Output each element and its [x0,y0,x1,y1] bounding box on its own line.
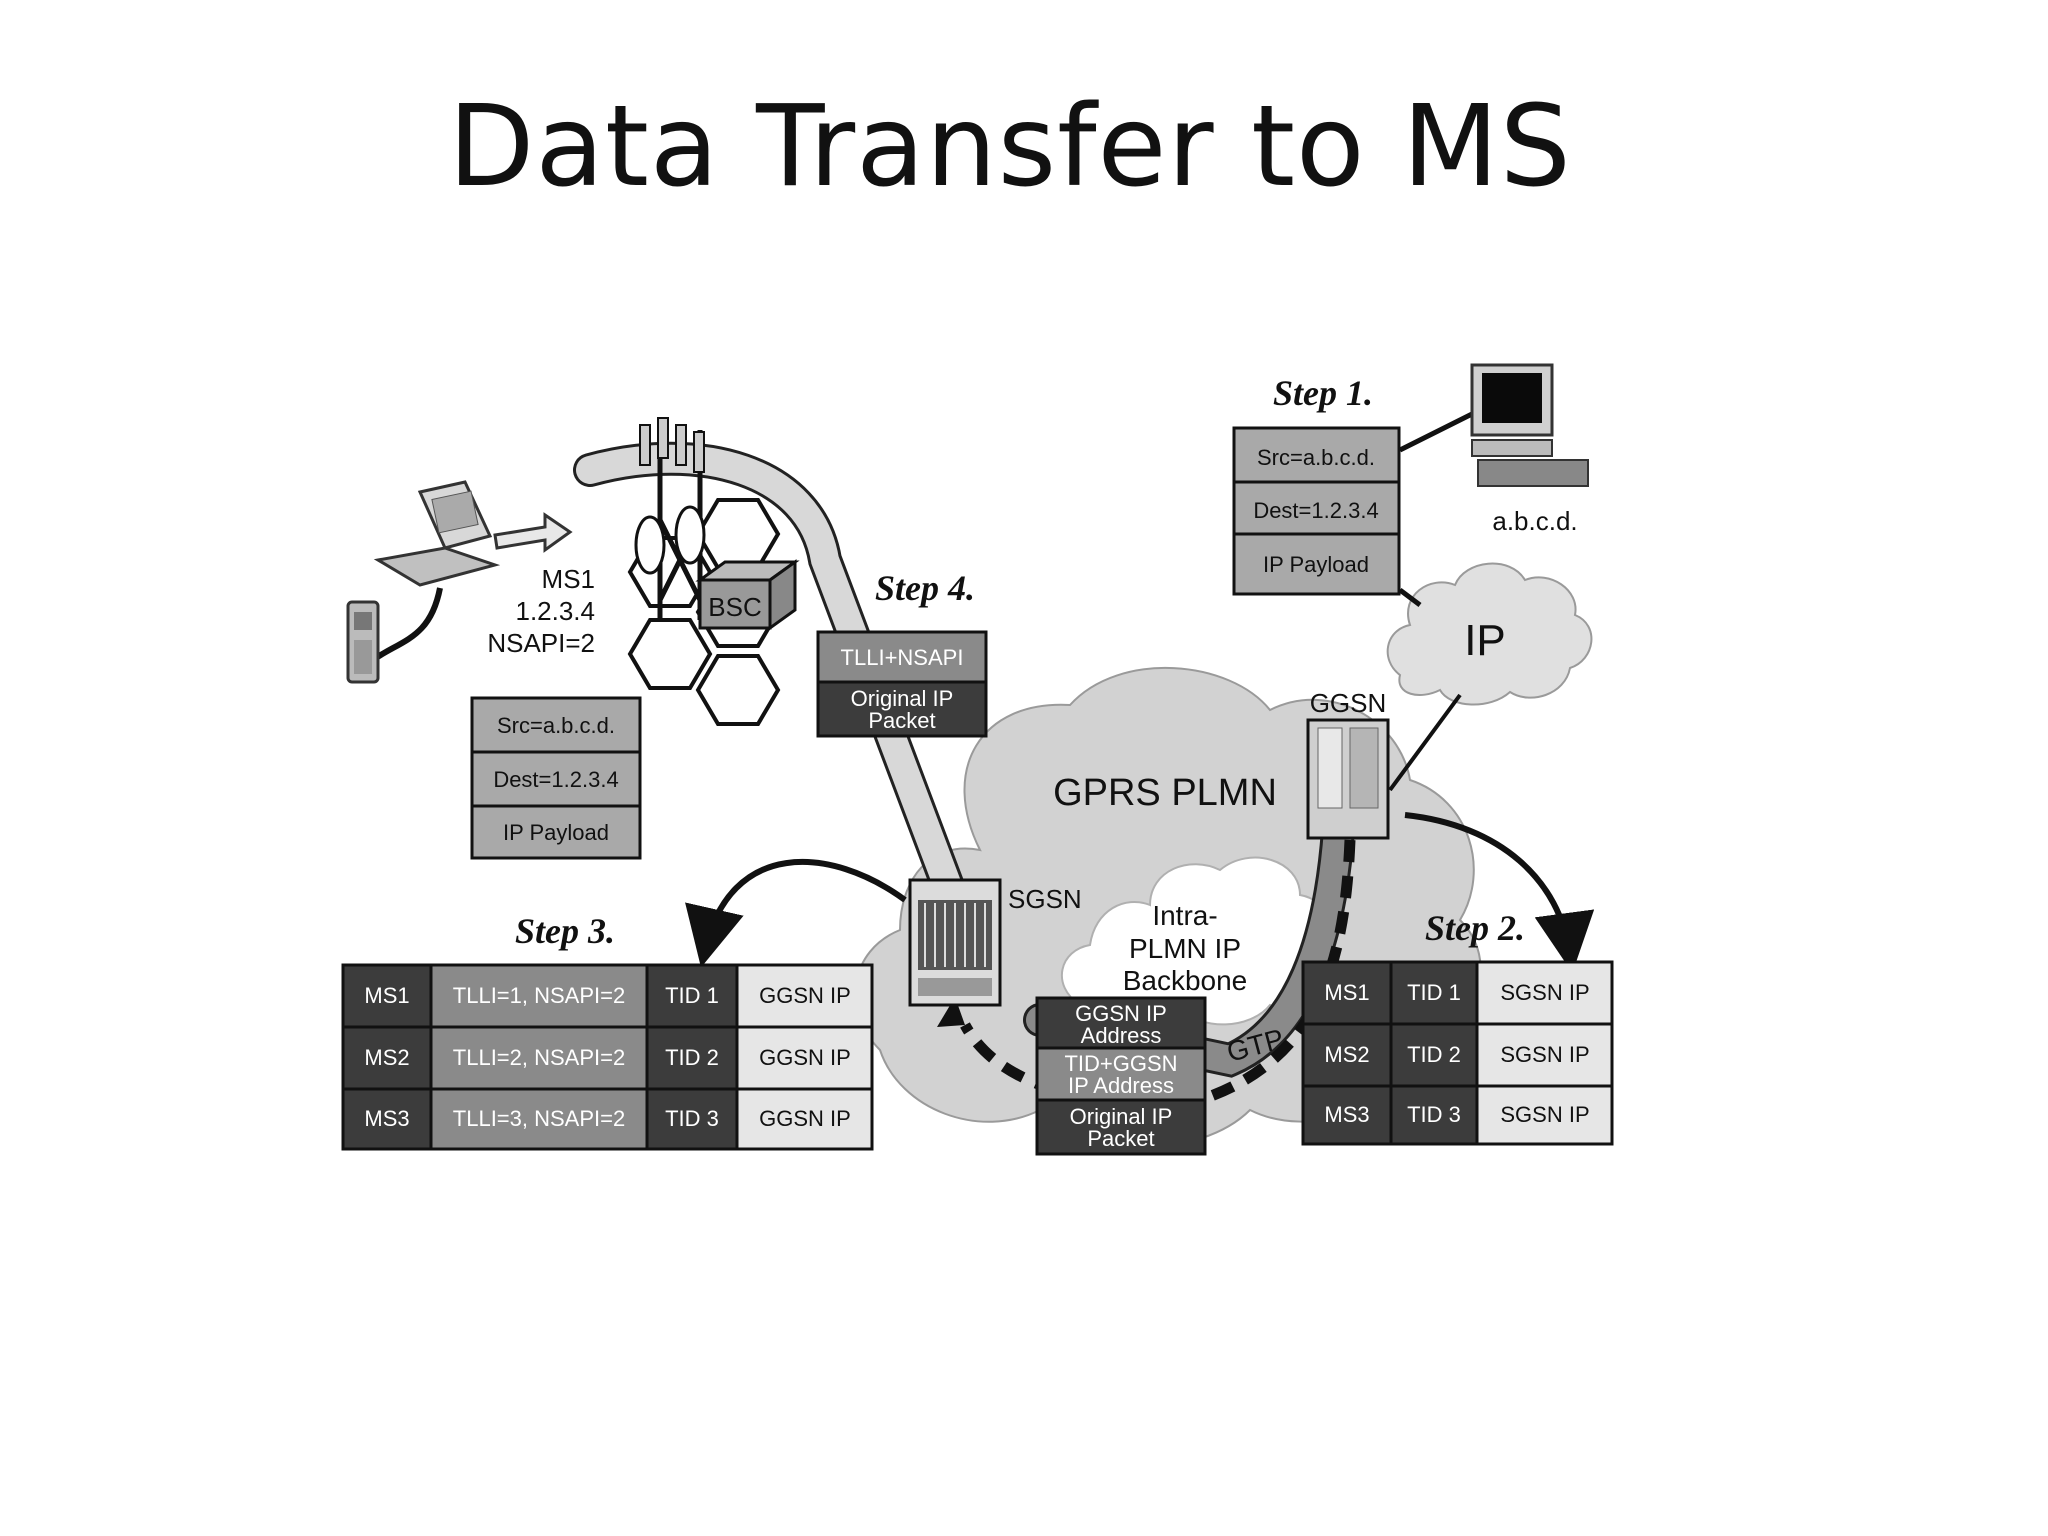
table-step3-cell: GGSN IP [759,983,851,1008]
packet-ms-dest: Dest=1.2.3.4 [493,767,618,792]
packet-step1: Src=a.b.c.d. Dest=1.2.3.4 IP Payload [1232,426,1401,596]
table-step2-cell: SGSN IP [1500,980,1589,1005]
table-row: MS3 TID 3 SGSN IP [1301,1084,1614,1146]
packet-step1-payload: IP Payload [1263,552,1369,577]
slide-title: Data Transfer to MS [448,82,1572,212]
sgsn-node: SGSN [908,878,1082,1007]
packet-gtp-row2-2: IP Address [1068,1073,1174,1098]
backbone-label-3: Backbone [1123,965,1248,996]
radio-link-arrow [493,512,573,553]
packet-ms: Src=a.b.c.d. Dest=1.2.3.4 IP Payload [470,696,642,860]
packet-step4-body-2: Packet [868,708,935,733]
host-label: a.b.c.d. [1492,506,1577,536]
sgsn-label: SGSN [1008,884,1082,914]
packet-gtp-row2-1: TID+GGSN [1064,1051,1177,1076]
table-row: MS1 TID 1 SGSN IP [1301,960,1614,1026]
packet-to-ip-connector [1398,588,1422,607]
ggsn-label: GGSN [1310,688,1387,718]
table-step3-cell: TID 1 [665,983,719,1008]
radio-tube [573,441,972,922]
packet-gtp-row3-1: Original IP [1070,1104,1173,1129]
table-step2-cell: MS1 [1324,980,1369,1005]
step3-arrow [685,859,907,968]
table-step2-cell: SGSN IP [1500,1102,1589,1127]
packet-gtp-row3-2: Packet [1087,1126,1154,1151]
packet-step1-src: Src=a.b.c.d. [1257,445,1375,470]
table-step3-cell: MS1 [364,983,409,1008]
mobile-phone-icon [346,600,380,684]
packet-step4: TLLI+NSAPI Original IP Packet [816,630,988,738]
step2-label: Step 2. [1425,908,1525,948]
bsc-label: BSC [708,592,761,622]
table-step3-cell: TLLI=2, NSAPI=2 [453,1045,625,1070]
backbone-label-2: PLMN IP [1129,933,1241,964]
table-row: MS2 TLLI=2, NSAPI=2 TID 2 GGSN IP [341,1025,874,1091]
step2-arrow [1404,812,1595,973]
backbone-cloud: Intra- PLMN IP Backbone [1061,856,1332,1026]
gprs-plmn-label: GPRS PLMN [1053,772,1277,814]
table-step2: MS1 TID 1 SGSN IP MS2 TID 2 SGSN IP MS3 … [1301,960,1614,1146]
table-step3-cell: GGSN IP [759,1106,851,1131]
ip-cloud-label: IP [1464,616,1506,665]
table-step3-cell: TID 3 [665,1106,719,1131]
packet-gtp-row1-2: Address [1081,1023,1162,1048]
ms-label-3: NSAPI=2 [487,628,595,658]
ip-cloud: IP [1386,562,1593,706]
table-step3-cell: MS3 [364,1106,409,1131]
host-connector [1398,407,1482,453]
table-step2-cell: MS3 [1324,1102,1369,1127]
table-step3-cell: GGSN IP [759,1045,851,1070]
packet-step4-body-1: Original IP [851,686,954,711]
table-step2-cell: TID 3 [1407,1102,1461,1127]
host-computer-icon: a.b.c.d. [1470,363,1589,536]
packet-gtp: GGSN IP Address TID+GGSN IP Address Orig… [1035,996,1207,1156]
step3-label: Step 3. [515,911,615,951]
ms-label-2: 1.2.3.4 [515,596,595,626]
table-step3: MS1 TLLI=1, NSAPI=2 TID 1 GGSN IP MS2 TL… [341,963,874,1151]
packet-gtp-row1-1: GGSN IP [1075,1001,1167,1026]
step1-label: Step 1. [1273,373,1373,413]
ip-to-ggsn-connector [1388,693,1462,792]
packet-step1-dest: Dest=1.2.3.4 [1253,498,1378,523]
table-row: MS2 TID 2 SGSN IP [1301,1022,1614,1088]
ggsn-node: GGSN [1306,688,1390,840]
packet-ms-payload: IP Payload [503,820,609,845]
ms-label-1: MS1 [542,564,595,594]
packet-step4-header: TLLI+NSAPI [841,645,964,670]
table-step3-cell: TID 2 [665,1045,719,1070]
table-step3-cell: TLLI=1, NSAPI=2 [453,983,625,1008]
laptop-icon [368,480,501,665]
bsc-node: BSC [695,559,800,631]
table-step3-cell: MS2 [364,1045,409,1070]
packet-ms-src: Src=a.b.c.d. [497,713,615,738]
table-step2-cell: MS2 [1324,1042,1369,1067]
table-row: MS3 TLLI=3, NSAPI=2 TID 3 GGSN IP [341,1087,874,1151]
table-row: MS1 TLLI=1, NSAPI=2 TID 1 GGSN IP [341,963,874,1029]
table-step2-cell: TID 1 [1407,980,1461,1005]
step4-label: Step 4. [875,568,975,608]
backbone-label-1: Intra- [1152,900,1217,931]
table-step2-cell: SGSN IP [1500,1042,1589,1067]
table-step2-cell: TID 2 [1407,1042,1461,1067]
table-step3-cell: TLLI=3, NSAPI=2 [453,1106,625,1131]
